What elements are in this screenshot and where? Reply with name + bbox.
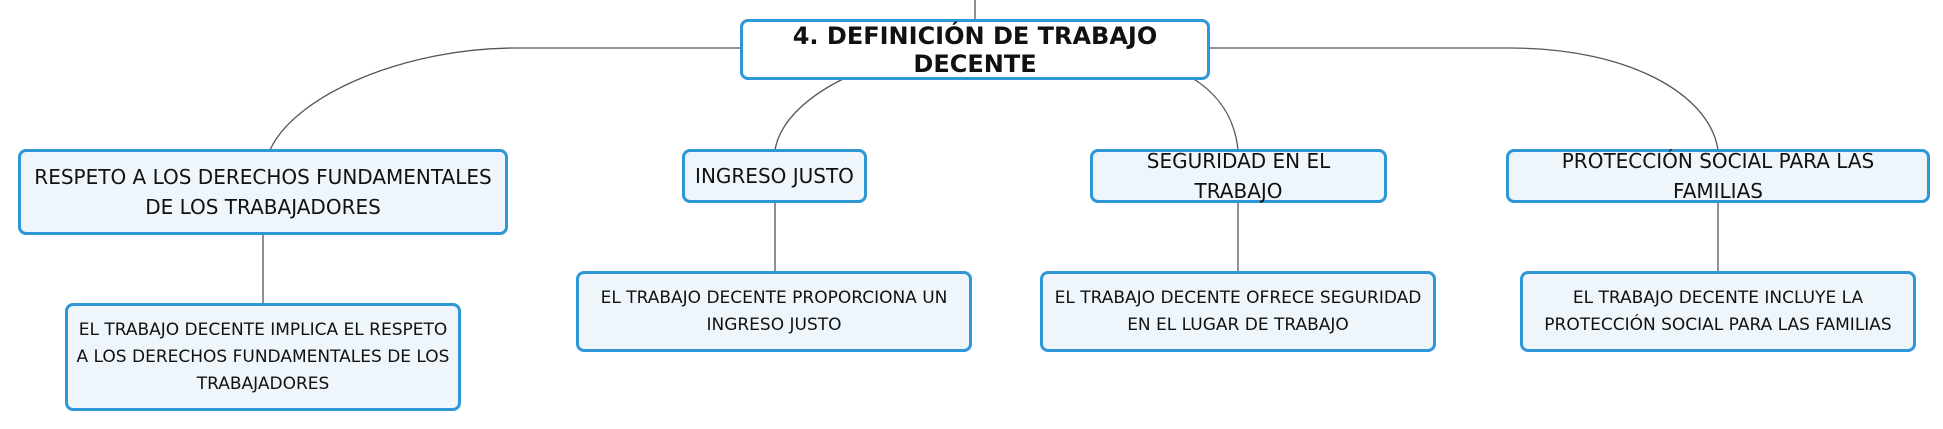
branch-title: PROTECCIÓN SOCIAL PARA LAS FAMILIAS — [1561, 149, 1875, 203]
connector-root-branch-2 — [774, 77, 846, 151]
detail-node-derechos[interactable]: EL TRABAJO DECENTE IMPLICA EL RESPETO A … — [65, 303, 461, 411]
detail-text: EL TRABAJO DECENTE IMPLICA EL RESPETO A … — [76, 319, 450, 394]
detail-text: EL TRABAJO DECENTE OFRECE SEGURIDAD EN E… — [1054, 287, 1422, 335]
connector-root-branch-1 — [269, 47, 740, 151]
detail-node-ingreso[interactable]: EL TRABAJO DECENTE PROPORCIONA UN INGRES… — [576, 271, 972, 352]
detail-text: EL TRABAJO DECENTE INCLUYE LA PROTECCIÓN… — [1544, 287, 1892, 335]
connector-root-branch-3 — [1191, 77, 1239, 151]
connector-root-branch-4 — [1210, 47, 1719, 151]
detail-text: EL TRABAJO DECENTE PROPORCIONA UN INGRES… — [600, 287, 948, 335]
detail-node-seguridad[interactable]: EL TRABAJO DECENTE OFRECE SEGURIDAD EN E… — [1040, 271, 1436, 352]
branch-node-proteccion[interactable]: PROTECCIÓN SOCIAL PARA LAS FAMILIAS — [1506, 149, 1930, 203]
branch-node-ingreso[interactable]: INGRESO JUSTO — [682, 149, 867, 203]
branch-title: SEGURIDAD EN EL TRABAJO — [1146, 149, 1331, 203]
branch-title: RESPETO A LOS DERECHOS FUNDAMENTALES DE … — [34, 165, 492, 219]
branch-node-seguridad[interactable]: SEGURIDAD EN EL TRABAJO — [1090, 149, 1387, 203]
root-node[interactable]: 4. DEFINICIÓN DE TRABAJO DECENTE — [740, 19, 1210, 80]
branch-title: INGRESO JUSTO — [695, 164, 854, 188]
branch-node-derechos[interactable]: RESPETO A LOS DERECHOS FUNDAMENTALES DE … — [18, 149, 508, 235]
root-title: 4. DEFINICIÓN DE TRABAJO DECENTE — [792, 21, 1158, 78]
detail-node-proteccion[interactable]: EL TRABAJO DECENTE INCLUYE LA PROTECCIÓN… — [1520, 271, 1916, 352]
